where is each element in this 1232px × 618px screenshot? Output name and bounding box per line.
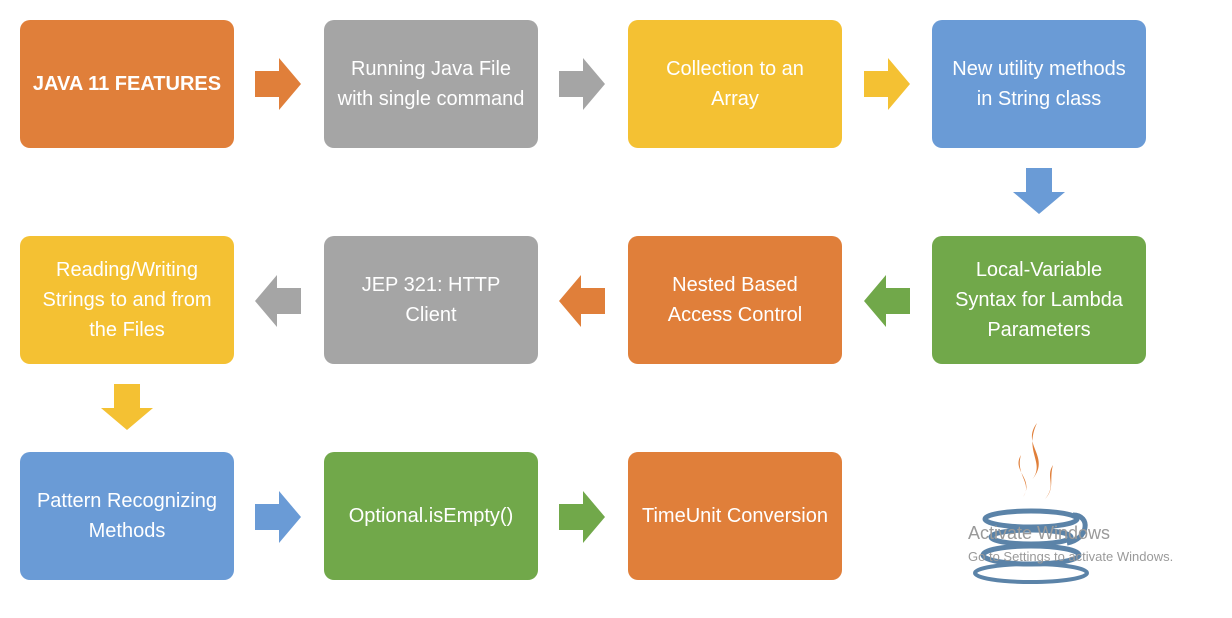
step-nested-access-control: Nested Based Access Control bbox=[628, 236, 842, 364]
step-java-11-features: JAVA 11 FEATURES bbox=[20, 20, 234, 148]
arrow-right-icon bbox=[559, 58, 605, 110]
step-label: Reading/Writing Strings to and from the … bbox=[42, 259, 212, 341]
step-label: Local-Variable Syntax for Lambda Paramet… bbox=[955, 259, 1123, 341]
step-local-variable-syntax: Local-Variable Syntax for Lambda Paramet… bbox=[932, 236, 1146, 364]
java-logo-icon bbox=[973, 423, 1089, 584]
step-label: Running Java File with single command bbox=[337, 58, 525, 110]
step-reading-writing-strings: Reading/Writing Strings to and from the … bbox=[20, 236, 234, 364]
arrow-right-icon bbox=[559, 491, 605, 543]
activate-windows-subtitle[interactable]: Go to Settings to activate Windows. bbox=[968, 549, 1174, 564]
arrow-left-icon bbox=[864, 275, 910, 327]
arrow-left-icon bbox=[559, 275, 605, 327]
step-label: Nested Based Access Control bbox=[667, 274, 803, 326]
step-running-java-file: Running Java File with single command bbox=[324, 20, 538, 148]
arrow-down-icon bbox=[101, 384, 153, 430]
step-label: JEP 321: HTTP Client bbox=[361, 274, 501, 326]
step-string-utility-methods: New utility methods in String class bbox=[932, 20, 1146, 148]
step-collection-to-array: Collection to an Array bbox=[628, 20, 842, 148]
step-http-client: JEP 321: HTTP Client bbox=[324, 236, 538, 364]
step-label: New utility methods in String class bbox=[952, 58, 1126, 110]
step-label: Optional.isEmpty() bbox=[348, 505, 514, 527]
step-pattern-recognizing: Pattern Recognizing Methods bbox=[20, 452, 234, 580]
step-label: JAVA 11 FEATURES bbox=[32, 73, 222, 95]
step-timeunit-conversion: TimeUnit Conversion bbox=[628, 452, 842, 580]
step-label: Pattern Recognizing Methods bbox=[36, 490, 218, 542]
arrow-right-icon bbox=[255, 491, 301, 543]
arrow-left-icon bbox=[255, 275, 301, 327]
step-label: Collection to an Array bbox=[666, 58, 804, 110]
step-label: TimeUnit Conversion bbox=[642, 505, 828, 527]
activate-windows-title: Activate Windows bbox=[968, 523, 1111, 543]
arrow-down-icon bbox=[1013, 168, 1065, 214]
step-optional-isempty: Optional.isEmpty() bbox=[324, 452, 538, 580]
arrow-right-icon bbox=[255, 58, 301, 110]
arrow-right-icon bbox=[864, 58, 910, 110]
